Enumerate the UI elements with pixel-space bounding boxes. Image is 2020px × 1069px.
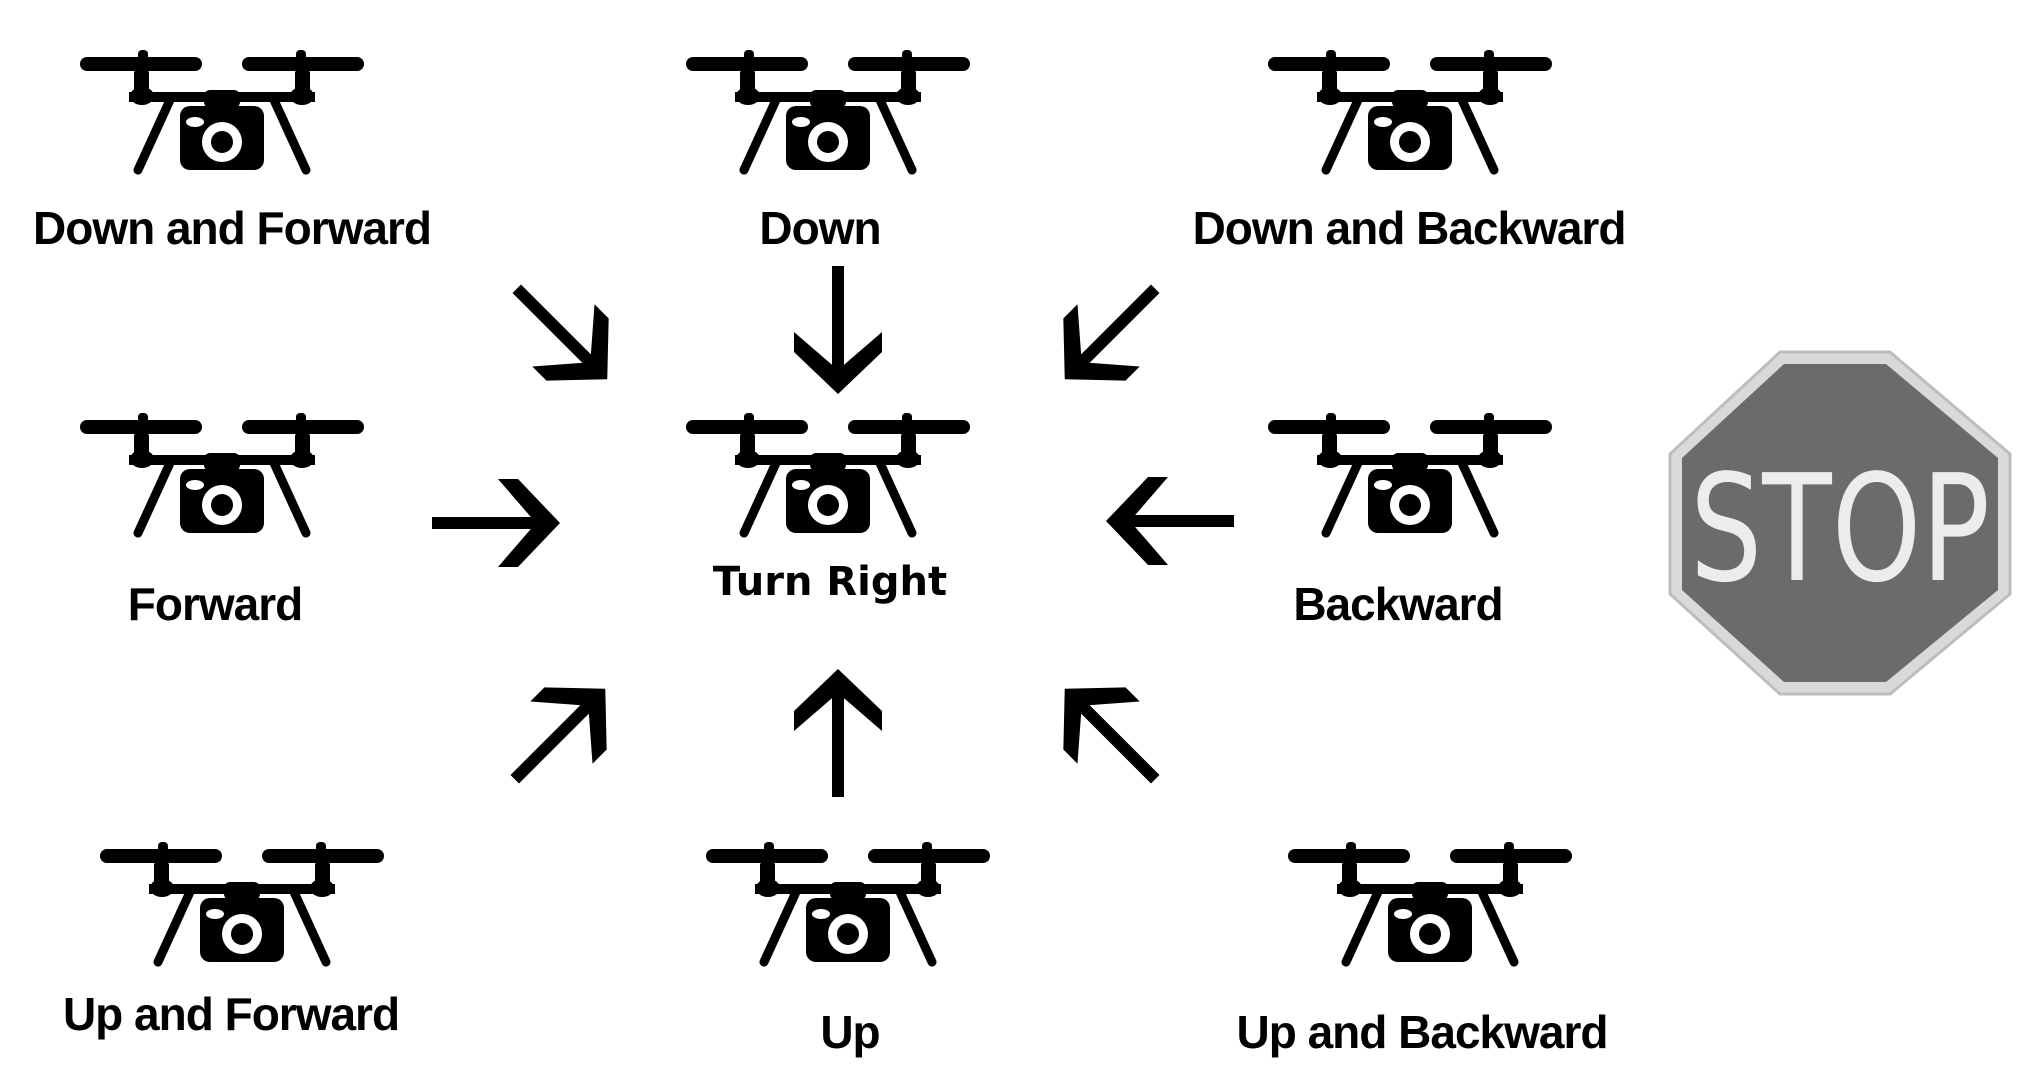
stop-sign-icon: STOP [1668,350,2012,696]
drone-label-forward: Forward [128,578,302,630]
drone-label-backward: Backward [1293,578,1502,630]
arrow-down-right-icon [485,257,639,411]
drone-icon [1268,413,1552,533]
arrow-up-left-icon [1033,657,1187,811]
arrow-right-icon [432,479,560,567]
drone-label-down-backward: Down and Backward [1193,202,1626,254]
drone-label-up-backward: Up and Backward [1237,1006,1608,1058]
arrow-up-icon [794,669,882,797]
arrow-left-icon [1106,477,1234,565]
drone-label-up: Up [820,1006,879,1058]
drone-icon [706,842,990,962]
drone-icon [80,413,364,533]
drone-icon [100,842,384,962]
drone-icon [686,413,970,533]
arrow-down-left-icon [1033,257,1187,411]
stop-sign-text: STOP [1690,443,1990,615]
drone-label-up-forward: Up and Forward [63,988,399,1040]
drone-icon [1288,842,1572,962]
arrow-up-right-icon [483,657,637,811]
center-label: Turn Right [713,559,947,605]
drone-label-down: Down [759,202,880,254]
drone-icon [80,50,364,170]
arrow-down-icon [794,266,882,394]
drone-icon [1268,50,1552,170]
drone-label-down-forward: Down and Forward [33,202,431,254]
drone-icon [686,50,970,170]
